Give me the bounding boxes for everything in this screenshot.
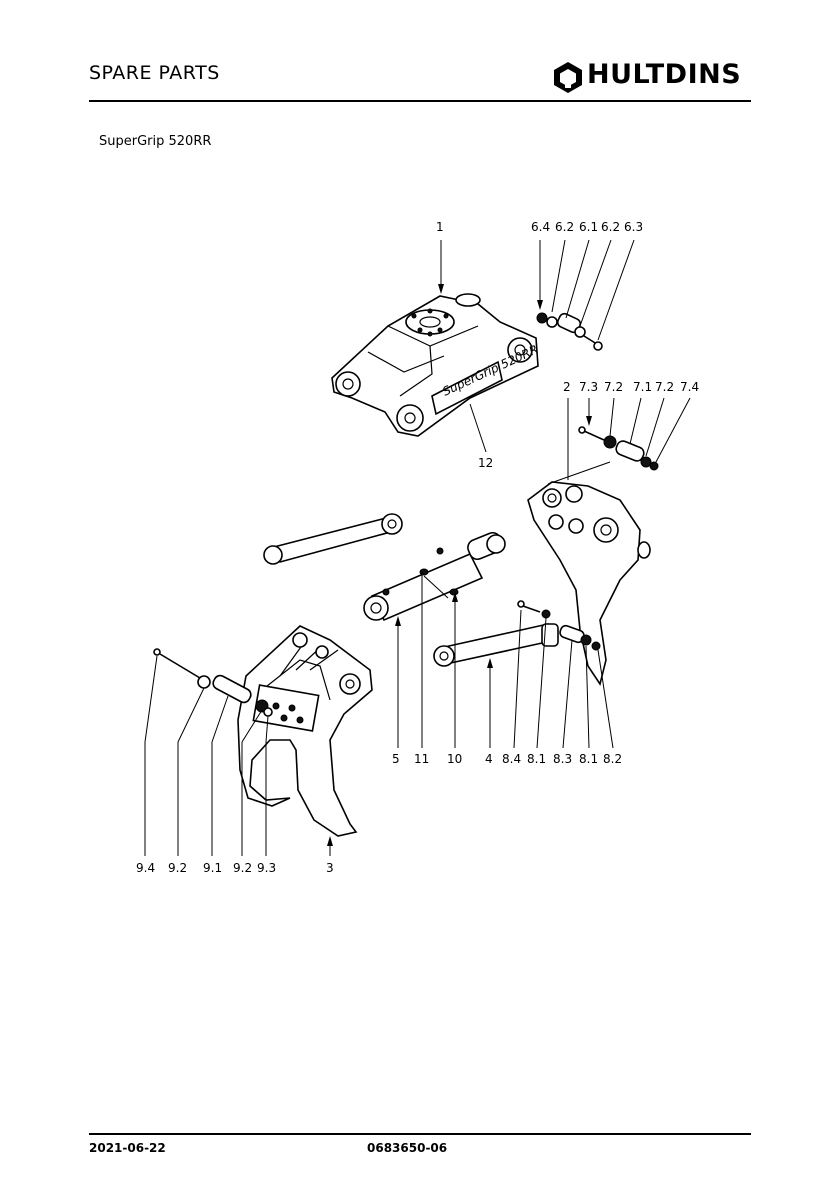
callout-8-1-b: 8.1 bbox=[579, 752, 598, 766]
callout-6-4: 6.4 bbox=[531, 220, 550, 234]
callout-10: 10 bbox=[447, 752, 462, 766]
callout-7-2-b: 7.2 bbox=[655, 380, 674, 394]
brand-name: HULTDINS bbox=[587, 59, 742, 90]
part-2-bracket bbox=[527, 481, 651, 686]
part-5-cylinder bbox=[363, 531, 506, 622]
part-link-upper bbox=[263, 513, 403, 565]
callout-labels: 1 6.4 6.2 6.1 6.2 6.3 2 7.3 7.2 7.1 7.2 … bbox=[136, 220, 699, 875]
callout-6-1: 6.1 bbox=[579, 220, 598, 234]
part-3-claws bbox=[237, 625, 373, 837]
callout-4: 4 bbox=[485, 752, 493, 766]
footer-rule bbox=[89, 1133, 751, 1135]
callout-9-4: 9.4 bbox=[136, 861, 155, 875]
callout-7-1: 7.1 bbox=[633, 380, 652, 394]
part-7-pin-set bbox=[578, 426, 659, 471]
callout-6-2-a: 6.2 bbox=[555, 220, 574, 234]
document-number: 0683650-06 bbox=[367, 1141, 448, 1155]
callout-7-4: 7.4 bbox=[680, 380, 699, 394]
header-rule bbox=[89, 100, 751, 102]
hultdins-logo: HULTDINS bbox=[551, 58, 751, 94]
callout-1: 1 bbox=[436, 220, 444, 234]
part-1-frame bbox=[331, 293, 539, 437]
part-9-pin-set bbox=[153, 648, 273, 717]
callout-12: 12 bbox=[478, 456, 493, 470]
callout-7-3: 7.3 bbox=[579, 380, 598, 394]
callout-9-1: 9.1 bbox=[203, 861, 222, 875]
hultdins-logo-icon bbox=[554, 62, 582, 93]
page-title: SPARE PARTS bbox=[89, 62, 220, 84]
footer-date: 2021-06-22 bbox=[89, 1141, 166, 1155]
callout-8-1-a: 8.1 bbox=[527, 752, 546, 766]
callout-6-3: 6.3 bbox=[624, 220, 643, 234]
part-8-pin-set bbox=[517, 600, 601, 651]
part-6-pin-set bbox=[536, 312, 603, 351]
callout-8-2: 8.2 bbox=[603, 752, 622, 766]
callout-5: 5 bbox=[392, 752, 400, 766]
callout-3: 3 bbox=[326, 861, 334, 875]
callout-7-2-a: 7.2 bbox=[604, 380, 623, 394]
part-4-link bbox=[433, 623, 559, 667]
callout-8-3: 8.3 bbox=[553, 752, 572, 766]
callout-2: 2 bbox=[563, 380, 571, 394]
callout-9-2-a: 9.2 bbox=[168, 861, 187, 875]
callout-9-3: 9.3 bbox=[257, 861, 276, 875]
model-name: SuperGrip 520RR bbox=[99, 134, 212, 149]
callout-9-2-b: 9.2 bbox=[233, 861, 252, 875]
leader-lines bbox=[144, 239, 691, 856]
callout-6-2-b: 6.2 bbox=[601, 220, 620, 234]
callout-11: 11 bbox=[414, 752, 429, 766]
callout-8-4: 8.4 bbox=[502, 752, 521, 766]
